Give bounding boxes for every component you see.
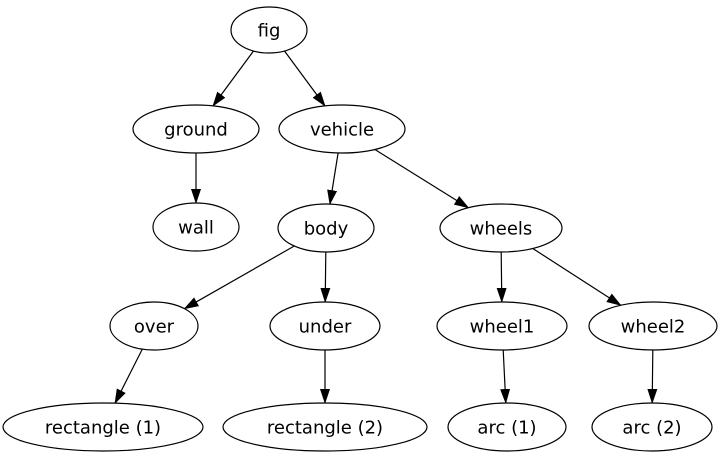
node-ellipse-rectangle2 (222, 402, 428, 452)
edge-fig-ground (212, 50, 254, 107)
node-label-over: over (134, 317, 175, 338)
node-label-wheel1: wheel1 (470, 317, 535, 338)
node-wheel1: wheel1 (436, 301, 568, 351)
node-label-wheel2: wheel2 (621, 317, 686, 338)
node-label-under: under (299, 317, 352, 338)
node-wheels: wheels (439, 203, 563, 253)
node-ellipse-wheel2 (588, 301, 718, 351)
node-ellipse-fig (230, 6, 308, 54)
node-label-fig: fig (258, 21, 281, 42)
node-ellipse-body (277, 203, 375, 253)
edge-vehicle-body (327, 152, 339, 206)
edge-body-under (320, 251, 331, 303)
edge-fig-vehicle (284, 50, 326, 107)
node-ground: ground (132, 104, 260, 154)
node-rectangle1: rectangle (1) (2, 402, 204, 452)
nodes-layer: fig ground vehicle wall body wheels over under w… (2, 6, 718, 452)
node-label-wall: wall (178, 218, 214, 239)
node-arc2: arc (2) (591, 402, 713, 452)
node-ellipse-over (109, 301, 199, 351)
node-ellipse-wall (152, 202, 240, 252)
node-label-wheels: wheels (470, 219, 533, 240)
node-rectangle2: rectangle (2) (222, 402, 428, 452)
edge-wheel2-arc2 (647, 349, 658, 404)
node-label-ground: ground (164, 120, 228, 141)
node-label-rectangle2: rectangle (2) (267, 418, 383, 439)
node-label-body: body (304, 219, 349, 240)
edge-over-rectangle1 (114, 348, 143, 405)
node-label-vehicle: vehicle (310, 120, 374, 141)
node-body: body (277, 203, 375, 253)
edge-wheels-wheel1 (496, 251, 507, 303)
node-label-rectangle1: rectangle (1) (45, 418, 161, 439)
edge-body-over (183, 245, 295, 310)
node-ellipse-arc1 (447, 402, 567, 452)
edges-layer (114, 50, 658, 405)
edge-wheel1-arc1 (500, 349, 511, 404)
node-ellipse-arc2 (591, 402, 713, 452)
node-arc1: arc (1) (447, 402, 567, 452)
node-ellipse-wheel1 (436, 301, 568, 351)
node-under: under (269, 301, 381, 351)
edge-vehicle-wheels (374, 148, 470, 209)
node-wheel2: wheel2 (588, 301, 718, 351)
node-wall: wall (152, 202, 240, 252)
edge-wheels-wheel2 (532, 247, 622, 306)
node-fig: fig (230, 6, 308, 54)
node-vehicle: vehicle (278, 104, 406, 154)
node-ellipse-wheels (439, 203, 563, 253)
node-ellipse-vehicle (278, 104, 406, 154)
node-ellipse-under (269, 301, 381, 351)
node-label-arc1: arc (1) (477, 418, 536, 439)
node-over: over (109, 301, 199, 351)
node-ellipse-ground (132, 104, 260, 154)
node-label-arc2: arc (2) (622, 418, 681, 439)
node-ellipse-rectangle1 (2, 402, 204, 452)
